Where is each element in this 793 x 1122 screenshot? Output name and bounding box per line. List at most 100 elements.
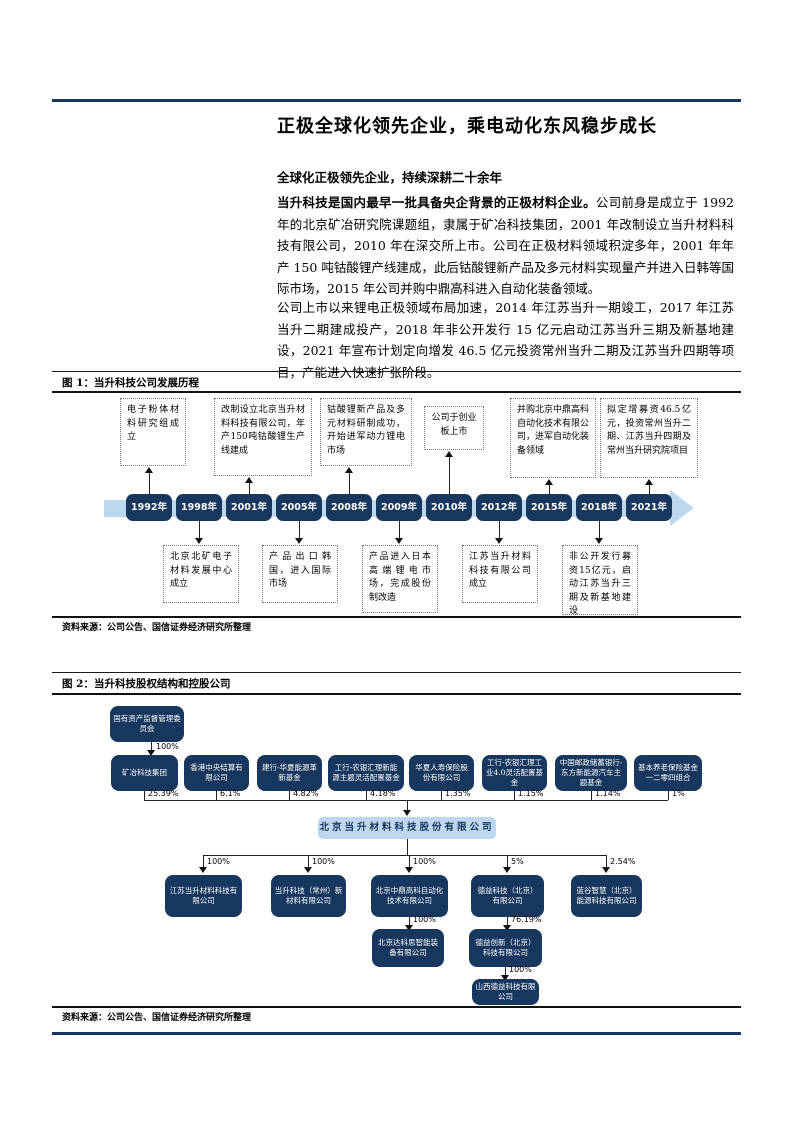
paragraph-1-rest: 公司前身是成立于 1992 年的北京矿冶研究院课题组，隶属于矿冶科技集团，200… <box>277 195 734 296</box>
org-box-subsidiary: 德益科技（北京）有限公司 <box>471 875 544 917</box>
pct-label: 1.14% <box>595 789 621 798</box>
org-box-subsidiary: 蓝谷智慧（北京）能源科技有限公司 <box>571 875 642 917</box>
pct-label: 100% <box>509 965 532 974</box>
year-pill: 1992年 <box>126 494 172 521</box>
arrow-down-icon <box>503 867 511 873</box>
section-heading: 全球化正极领先企业，持续深耕二十余年 <box>277 170 503 185</box>
year-pill: 2018年 <box>576 494 622 521</box>
event-box-bottom: 产品出口韩国，进入国际市场 <box>262 545 338 603</box>
org-box-subsidiary: 当升科技（常州）新材料有限公司 <box>271 875 346 917</box>
org-box-shareholder: 矿冶科技集团 <box>111 755 178 791</box>
event-box-bottom: 江苏当升材料科技有限公司成立 <box>462 545 538 603</box>
connector-line <box>149 473 150 500</box>
top-divider <box>52 99 741 102</box>
connector-line <box>549 485 550 500</box>
year-pill: 2021年 <box>626 494 672 521</box>
org-box-subsidiary: 北京中鼎高科自动化技术有限公司 <box>371 875 448 917</box>
pct-label: 100% <box>207 857 230 866</box>
pct-label: 1.35% <box>445 789 471 798</box>
connector-line <box>289 791 290 800</box>
event-box-bottom: 产品进入日本高端锂电市场，完成股份制改造 <box>362 545 438 613</box>
bottom-divider <box>52 1032 741 1035</box>
connector-line <box>203 855 204 869</box>
pct-label: 25.39% <box>148 789 179 798</box>
connector-line <box>366 791 367 800</box>
connector-line <box>409 855 410 869</box>
arrow-down-icon <box>199 867 207 873</box>
connector-line <box>399 517 400 539</box>
figure1-title: 图 1：当升科技公司发展历程 <box>62 377 199 389</box>
pct-label: 1.15% <box>518 789 544 798</box>
event-box-top: 公司于创业板上市 <box>424 406 484 450</box>
year-pill: 2015年 <box>526 494 572 521</box>
connector-line <box>514 791 515 800</box>
pct-label: 4.82% <box>293 789 319 798</box>
org-box-shareholder: 中国邮政储蓄银行-东方新能源汽车主题基金 <box>555 755 627 791</box>
pct-label: 76.19% <box>511 915 542 924</box>
arrow-up-icon <box>245 477 253 483</box>
org-box-shareholder: 基本养老保险基金一二零四组合 <box>634 755 702 791</box>
connector-line <box>216 791 217 800</box>
org-box-company: 北京当升材料科技股份有限公司 <box>318 817 496 839</box>
year-pill: 2001年 <box>226 494 272 521</box>
event-box-top: 拟定增募资46.5亿元，投资常州当升二期、江苏当升四期及常州当升研究院项目 <box>600 398 698 478</box>
figure2-source: 资料来源：公司公告、国信证券经济研究所整理 <box>62 1013 252 1023</box>
event-box-bottom: 非公开发行募资15亿元，启动江苏当升三期及新基地建设 <box>562 545 638 616</box>
body-paragraph-2: 公司上市以来锂电正极领域布局加速，2014 年江苏当升一期竣工，2017 年江苏… <box>277 300 734 380</box>
connector-line <box>308 855 309 869</box>
arrow-down-icon <box>195 538 203 544</box>
page-title: 正极全球化领先企业，乘电动化东风稳步成长 <box>277 116 657 137</box>
event-box-bottom: 北京北矿电子材料发展中心成立 <box>163 545 239 603</box>
pct-label: 1% <box>672 789 685 798</box>
connector-line <box>349 473 350 500</box>
figure2-title-rule <box>52 693 741 695</box>
arrow-up-icon <box>345 467 353 473</box>
event-box-top: 钴酸锂新产品及多元材料研制成功，开始进军动力锂电市场 <box>320 398 412 466</box>
pct-label: 5% <box>511 857 524 866</box>
arrow-down-icon <box>602 867 610 873</box>
pct-label: 4.18% <box>370 789 396 798</box>
timeline-arrow-icon <box>670 490 694 526</box>
connector-line <box>144 800 668 801</box>
pct-label: 6.1% <box>220 789 241 798</box>
connector-line <box>649 485 650 500</box>
figure1-source: 资料来源：公司公告、国信证券经济研究所整理 <box>62 623 252 633</box>
arrow-up-icon <box>645 479 653 485</box>
org-box-subsidiary: 江苏当升材料科技有限公司 <box>165 875 242 917</box>
arrow-down-icon <box>147 750 155 756</box>
pct-label: 2.54% <box>610 857 636 866</box>
connector-line <box>144 791 145 800</box>
year-pill: 2009年 <box>376 494 422 521</box>
org-box-shareholder: 工行-农银汇理工业4.0灵活配置基金 <box>482 755 547 791</box>
connector-line <box>151 742 152 752</box>
figure2-bottom-rule <box>52 1006 741 1008</box>
pct-label: 100% <box>413 915 436 924</box>
event-box-top: 电子粉体材料研究组成立 <box>120 398 186 466</box>
connector-line <box>409 917 410 927</box>
connector-line <box>599 517 600 539</box>
connector-line <box>606 855 607 869</box>
org-box-root: 国有资产监督管理委员会 <box>110 706 184 742</box>
year-pill: 2008年 <box>326 494 372 521</box>
org-box-shareholder: 工行-农银汇理新能源主题灵活配置基金 <box>328 755 404 791</box>
org-box-level4: 山西德益科技有限公司 <box>472 979 539 1005</box>
figure2-title: 图 2：当升科技股权结构和控股公司 <box>62 678 231 690</box>
connector-line <box>505 967 506 977</box>
arrow-down-icon <box>405 925 413 931</box>
connector-line <box>449 457 450 500</box>
connector-line <box>507 855 508 869</box>
pct-label: 100% <box>413 857 436 866</box>
org-box-shareholder: 华夏人寿保险股份有限公司 <box>409 755 474 791</box>
arrow-down-icon <box>595 538 603 544</box>
connector-line <box>591 791 592 800</box>
arrow-up-icon <box>145 467 153 473</box>
event-box-top: 并购北京中鼎高科自动化技术有限公司，进军自动化装备领域 <box>510 398 596 478</box>
connector-line <box>441 791 442 800</box>
org-box-shareholder: 香港中央结算有限公司 <box>184 755 249 791</box>
year-pill: 2005年 <box>276 494 322 521</box>
arrow-up-icon <box>445 451 453 457</box>
pct-label: 100% <box>312 857 335 866</box>
arrow-down-icon <box>501 975 509 981</box>
arrow-down-icon <box>395 538 403 544</box>
